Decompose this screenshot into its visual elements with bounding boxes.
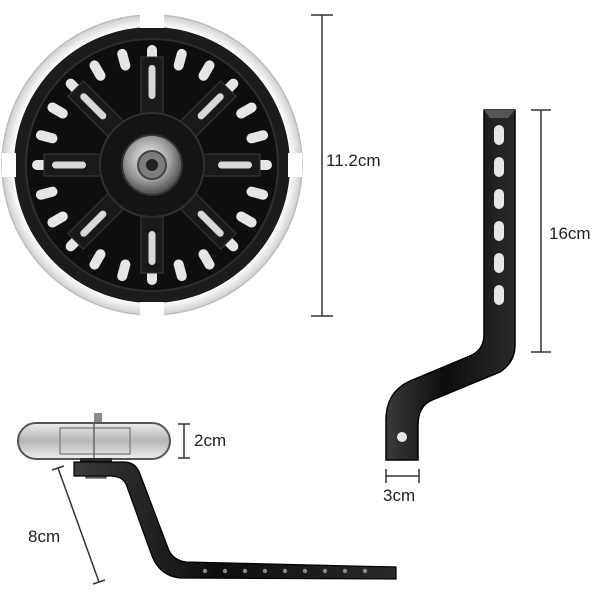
bracket-slot [494, 285, 504, 305]
wheel-thickness-label: 2cm [194, 431, 226, 450]
rim-slot [117, 48, 131, 71]
rim-slot [89, 249, 106, 270]
side-arm-hole [262, 568, 268, 574]
bracket-arm-label: 8cm [28, 527, 60, 546]
tire-mark-left [2, 153, 16, 177]
rim-slot [173, 48, 187, 71]
rim-slot [246, 130, 269, 144]
side-bracket-arm [73, 461, 397, 580]
side-bracket-holes [202, 568, 368, 574]
bracket-width-dimension: 3cm [383, 469, 420, 505]
training-wheel-side-view [17, 413, 397, 580]
side-arm-hole [302, 568, 308, 574]
bracket-height-label: 16cm [549, 224, 591, 243]
tire-mark-top [140, 14, 164, 28]
wheel-diameter-dimension: 11.2cm [311, 14, 381, 317]
rim-slot [35, 130, 58, 144]
rim-slot [47, 102, 68, 119]
wheel-thickness-dimension: 2cm [178, 423, 226, 459]
tire-mark-right [288, 153, 302, 177]
rim-slot [198, 60, 215, 81]
bracket-top-edge [484, 110, 515, 118]
rim-slot [47, 211, 68, 228]
side-arm-hole [322, 568, 328, 574]
bracket-slot [494, 221, 504, 241]
rim-slot [89, 60, 106, 81]
bracket-bolt-hole [397, 432, 407, 442]
wheel-spoke [140, 56, 164, 118]
bracket-arm-dimension: 8cm [28, 465, 106, 585]
bracket-slot [494, 253, 504, 273]
rim-slot [173, 259, 187, 282]
wheel-diameter-label: 11.2cm [326, 151, 381, 170]
rim-slot [117, 259, 131, 282]
side-arm-hole [222, 568, 228, 574]
bracket-slot [494, 157, 504, 177]
bracket-body [385, 109, 516, 461]
wheel-spokes [43, 56, 261, 274]
rim-slot [236, 211, 257, 228]
side-wheel-hub [59, 427, 131, 455]
training-wheel-front-view [1, 14, 303, 316]
wheel-axle-center [146, 159, 158, 171]
bracket-slots [494, 125, 504, 305]
rim-slot [246, 186, 269, 200]
wheel-spoke [67, 80, 127, 140]
wheel-spoke [43, 153, 105, 177]
side-bolt-top [94, 413, 102, 425]
side-arm-hole [362, 568, 368, 574]
tire-mark-bottom [140, 302, 164, 316]
bracket-height-dimension: 16cm [531, 109, 591, 353]
rim-slot [236, 102, 257, 119]
mounting-bracket [385, 109, 516, 461]
bracket-width-label: 3cm [383, 486, 415, 505]
side-arm-hole [342, 568, 348, 574]
bracket-slot [494, 189, 504, 209]
rim-slot [35, 186, 58, 200]
side-arm-hole [282, 568, 288, 574]
rim-slot [198, 249, 215, 270]
side-arm-hole [242, 568, 248, 574]
wheel-spoke [140, 212, 164, 274]
bracket-slot [494, 125, 504, 145]
side-arm-hole [202, 568, 208, 574]
wheel-spoke [199, 153, 261, 177]
